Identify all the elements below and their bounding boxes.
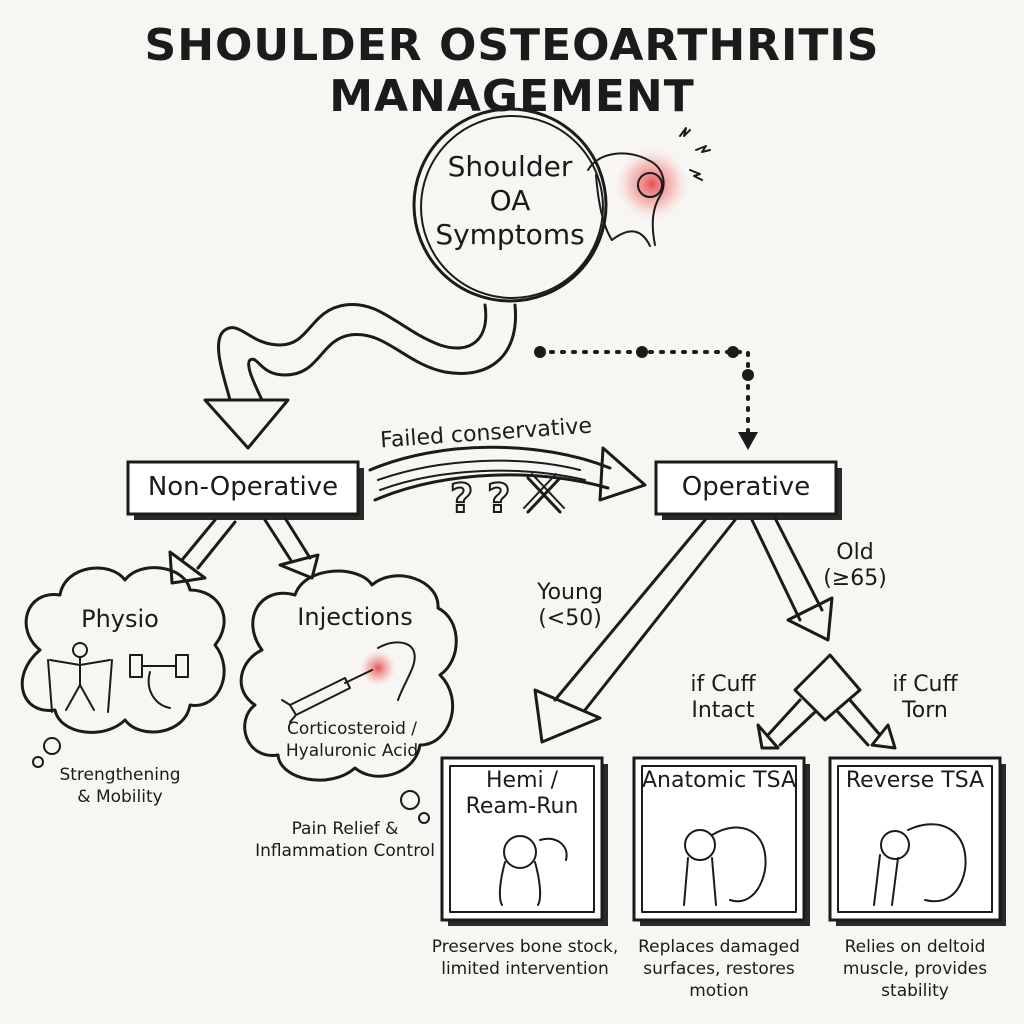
hemi-implant-icon	[498, 835, 568, 906]
anatomic-tsa-label: Anatomic TSA	[641, 768, 797, 793]
anatomic-tsa-box	[632, 756, 810, 926]
operative-box	[654, 460, 842, 520]
anatomic-tsa-caption-line: motion	[689, 981, 749, 1001]
injections-label: Injections	[297, 603, 413, 631]
anatomic-tsa-caption-line: surfaces, restores	[643, 959, 795, 979]
injections-cloud	[239, 569, 458, 824]
dotted-arrow	[534, 346, 758, 450]
non-operative-label: Non-Operative	[147, 472, 339, 502]
non-op-split-arrows	[168, 516, 320, 585]
old-label-line: (≥65)	[823, 566, 887, 591]
reverse-tsa-caption-line: muscle, provides	[842, 959, 988, 979]
dumbbell-icon	[129, 654, 189, 709]
cuff-torn-label: if Cuff Torn	[870, 672, 980, 724]
failed-conservative-arrow	[368, 445, 647, 502]
injections-caption-line: Pain Relief &	[291, 819, 399, 839]
anatomic-implant-icon	[683, 826, 767, 906]
operative-label: Operative	[681, 472, 811, 502]
cuff-torn-line: Torn	[902, 698, 948, 723]
anatomic-tsa-caption-line: Replaces damaged	[638, 937, 800, 957]
physio-caption-line: & Mobility	[77, 787, 163, 807]
hemi-label-line: Hemi /	[485, 768, 559, 793]
injections-caption: Pain Relief & Inflammation Control	[250, 818, 440, 862]
reverse-tsa-caption-line: stability	[881, 981, 949, 1001]
symptoms-label-line: Symptoms	[435, 218, 585, 251]
reverse-tsa-box	[828, 756, 1006, 926]
injections-detail-line: Hyaluronic Acid	[285, 741, 419, 761]
injections-detail-line: Corticosteroid /	[286, 719, 418, 739]
cuff-split-arrows	[756, 653, 897, 750]
young-arrow	[533, 518, 737, 744]
injections-detail: Corticosteroid / Hyaluronic Acid	[262, 718, 442, 762]
old-label-line: Old	[836, 540, 874, 565]
physio-cloud	[20, 566, 226, 768]
hemi-caption: Preserves bone stock, limited interventi…	[430, 936, 620, 980]
reverse-tsa-label: Reverse TSA	[845, 768, 985, 793]
symptoms-circle	[412, 107, 608, 303]
hemi-caption-line: Preserves bone stock,	[431, 937, 619, 957]
wavy-arrow	[203, 302, 518, 450]
question-cross-icon: ? ?	[449, 473, 565, 523]
syringe-icon	[281, 641, 416, 723]
physio-caption-line: Strengthening	[59, 765, 181, 785]
cuff-intact-line: if Cuff	[690, 672, 756, 697]
young-label: Young (<50)	[520, 580, 620, 632]
symptoms-label-line: OA	[489, 184, 531, 217]
hemi-caption-line: limited intervention	[441, 959, 609, 979]
cuff-intact-line: Intact	[691, 698, 755, 723]
non-operative-box	[126, 460, 364, 520]
hemi-label-line: Ream-Run	[465, 794, 579, 819]
physio-caption: Strengthening & Mobility	[40, 764, 200, 808]
anatomic-tsa-caption: Replaces damaged surfaces, restores moti…	[634, 936, 804, 1002]
cuff-intact-label: if Cuff Intact	[668, 672, 778, 724]
physio-label: Physio	[81, 605, 159, 633]
reverse-tsa-caption: Relies on deltoid muscle, provides stabi…	[830, 936, 1000, 1002]
shoulder-pain-icon	[587, 127, 711, 247]
old-arrow	[750, 516, 834, 642]
cuff-torn-line: if Cuff	[892, 672, 958, 697]
reverse-implant-icon	[873, 823, 967, 906]
young-label-line: Young	[537, 580, 603, 605]
hemi-box	[440, 756, 608, 926]
page-title: SHOULDER OSTEOARTHRITIS MANAGEMENT	[144, 20, 880, 122]
old-label: Old (≥65)	[810, 540, 900, 592]
injections-caption-line: Inflammation Control	[255, 841, 435, 861]
exercise-band-icon	[47, 642, 113, 713]
symptoms-label: Shoulder OA Symptoms	[430, 150, 590, 252]
svg-text:? ?: ? ?	[450, 476, 510, 522]
reverse-tsa-caption-line: Relies on deltoid	[844, 937, 986, 957]
symptoms-label-line: Shoulder	[447, 150, 573, 183]
young-label-line: (<50)	[538, 606, 602, 631]
hemi-label: Hemi / Ream-Run	[442, 768, 602, 820]
